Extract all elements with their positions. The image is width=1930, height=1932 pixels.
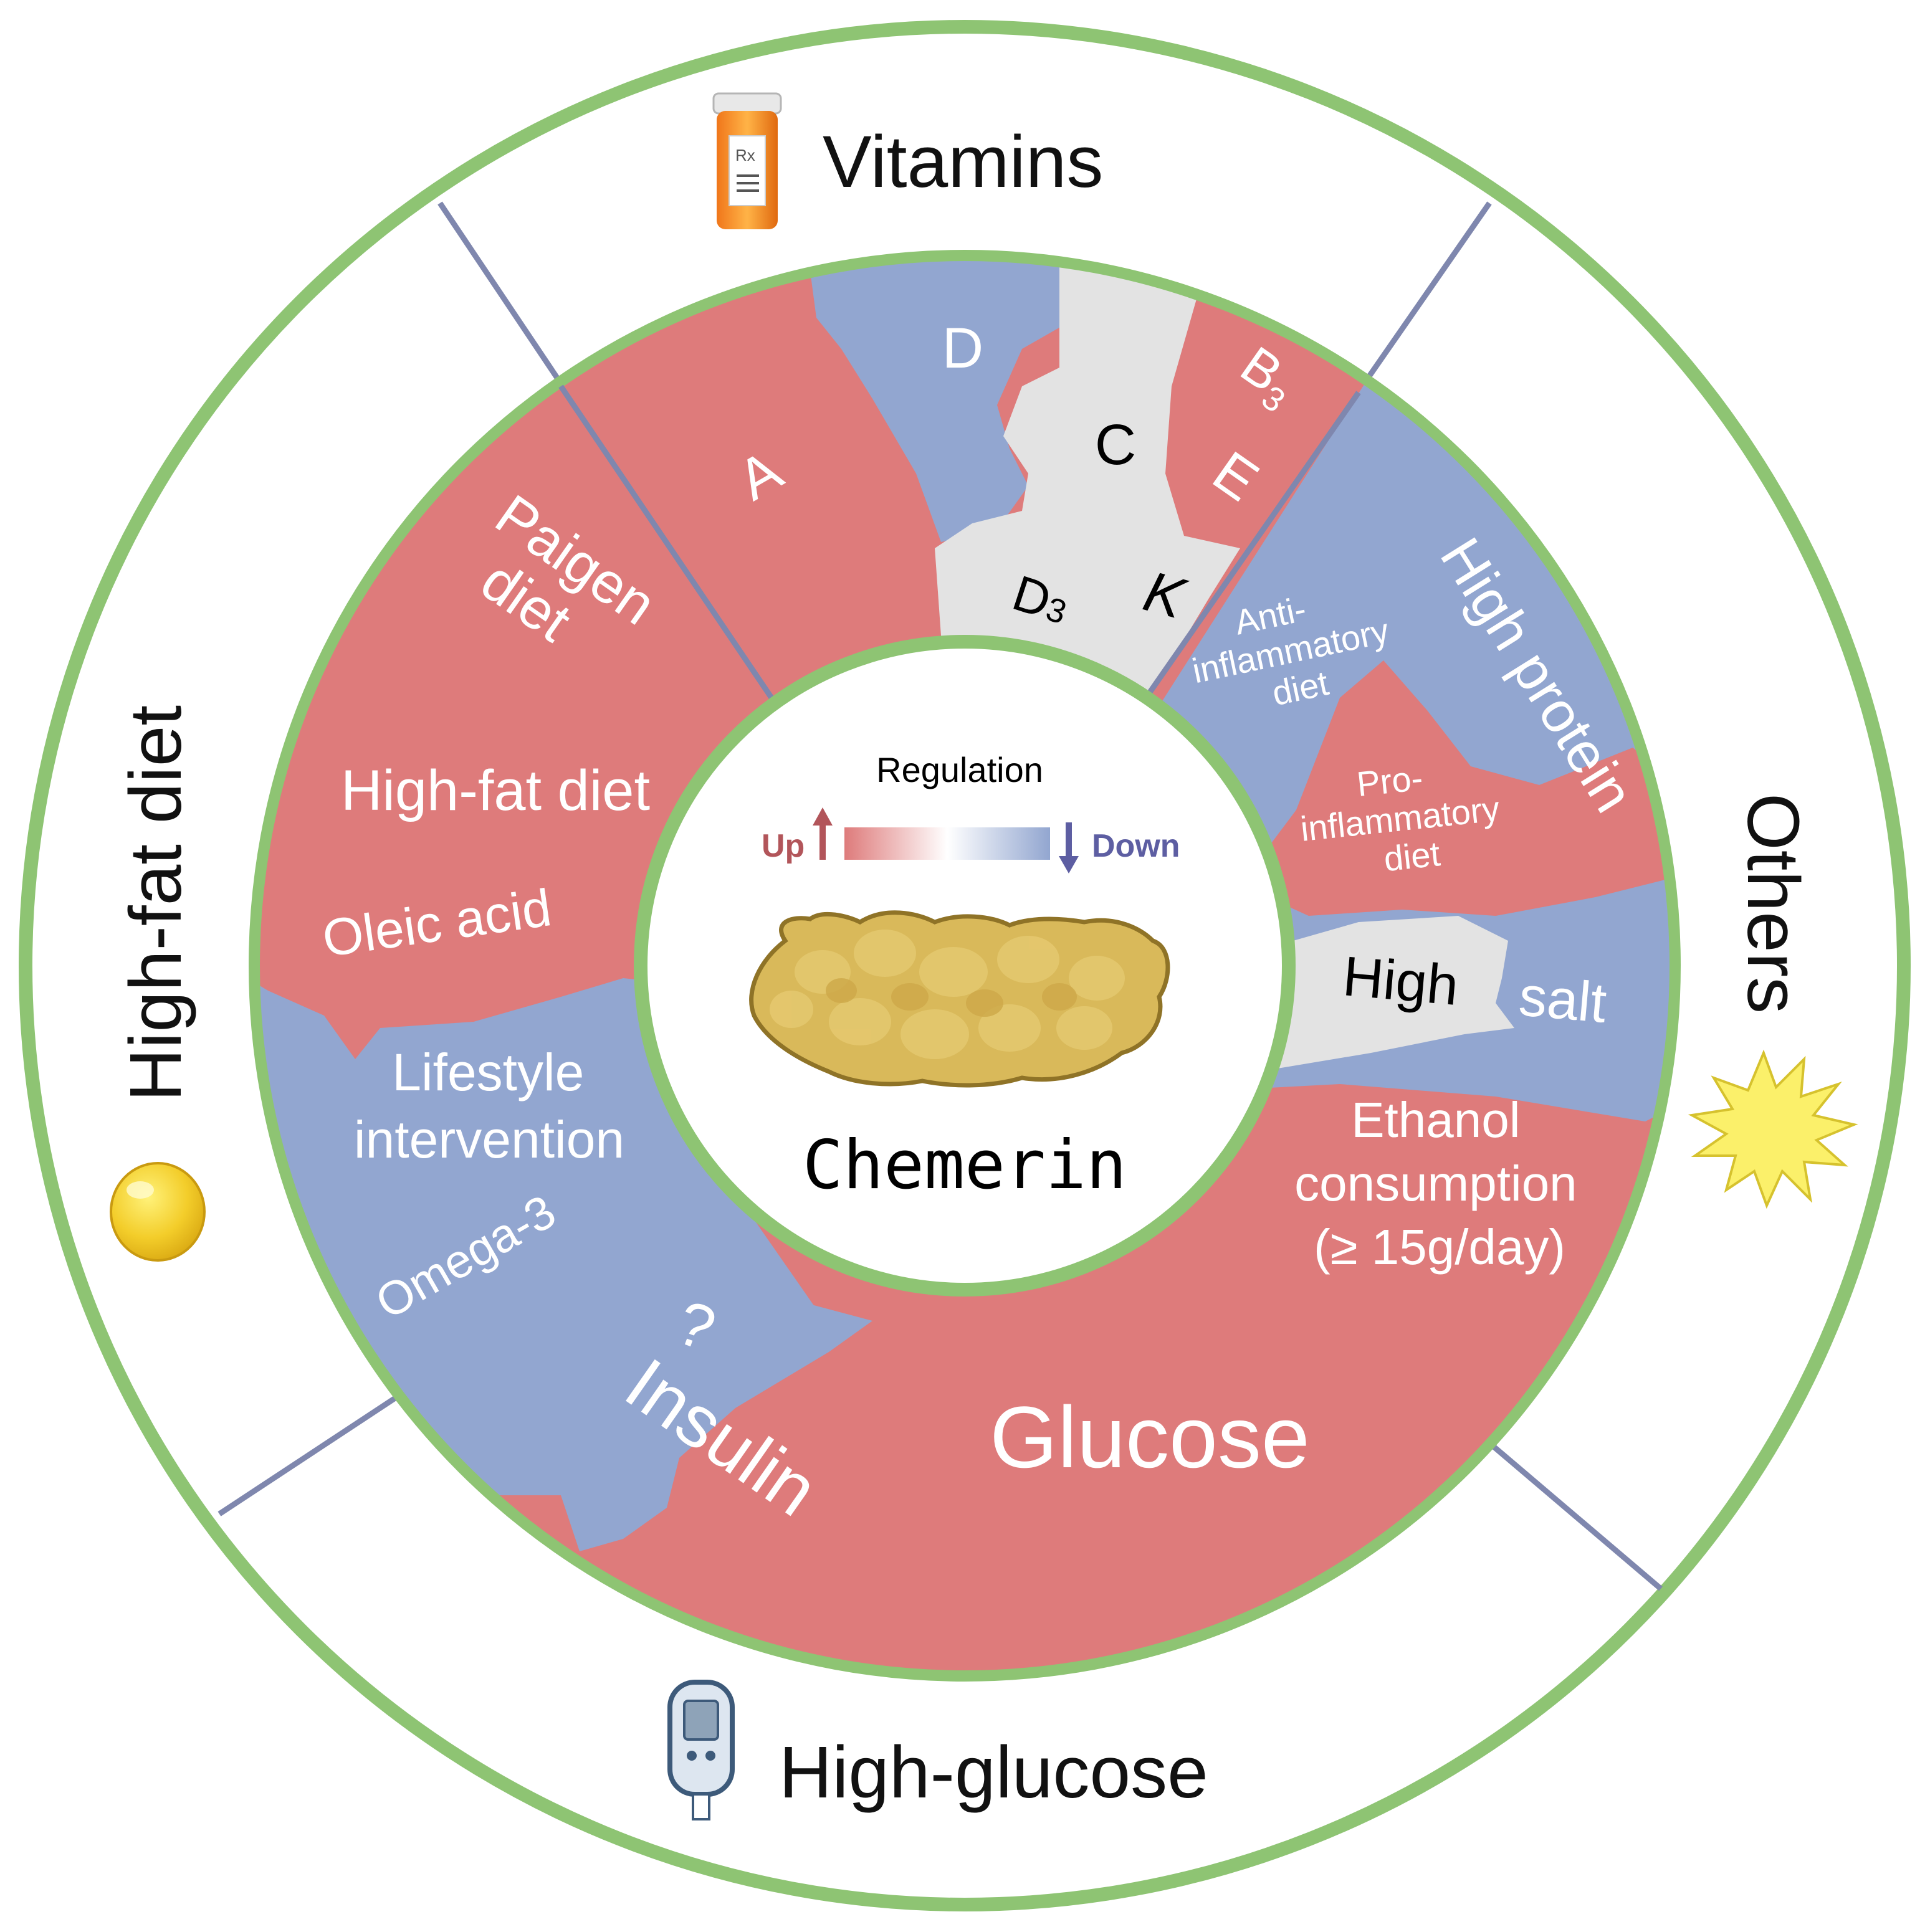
center-label: Chemerin [803, 1126, 1127, 1204]
regulation-legend: Regulation Up Down [762, 750, 1180, 873]
category-high-glucose: High-glucose [779, 1731, 1208, 1814]
legend-gradient-bar [844, 827, 1050, 860]
region-pro-inflammatory [1240, 660, 1675, 916]
category-others: Others [1732, 793, 1814, 1014]
up-arrow-icon [813, 807, 833, 860]
glucose: Glucose [990, 1388, 1310, 1486]
region-insulin [561, 1296, 872, 1551]
svg-text:Rx: Rx [735, 146, 755, 164]
inner-dividers [558, 384, 1361, 725]
glucose-meter-icon [667, 1680, 735, 1820]
region-vitamin-neutral [935, 255, 1240, 735]
lifestyle-intervention: Lifestyle intervention [354, 1043, 624, 1169]
adipose-tissue-icon [749, 910, 1170, 1088]
high-salt-high: High [1340, 945, 1461, 1017]
down-arrow-icon [1059, 822, 1079, 873]
high-salt-salt: salt [1516, 965, 1608, 1035]
ethanol-consumption: Ethanol consumption (≥ 15g/day) [1294, 1092, 1591, 1275]
region-high-salt [1271, 916, 1514, 1068]
category-vitamins: Vitamins [823, 121, 1103, 203]
oil-drop-icon [110, 1162, 206, 1262]
vitamin-c: C [1095, 413, 1136, 477]
vitamin-d3: D3 [1006, 565, 1076, 635]
pill-bottle-icon: Rx [712, 92, 782, 229]
region-vitamin-d [804, 255, 1066, 542]
vitamin-d: D [942, 316, 983, 380]
legend-title: Regulation [876, 750, 1043, 789]
legend-down-label: Down [1092, 828, 1180, 864]
high-fat-diet-item: High-fat diet [341, 759, 650, 822]
inner-ring [249, 250, 1681, 1682]
legend-up-label: Up [762, 828, 805, 864]
category-high-fat-diet: High-fat diet [115, 705, 197, 1102]
starburst-icon [1688, 1049, 1858, 1209]
